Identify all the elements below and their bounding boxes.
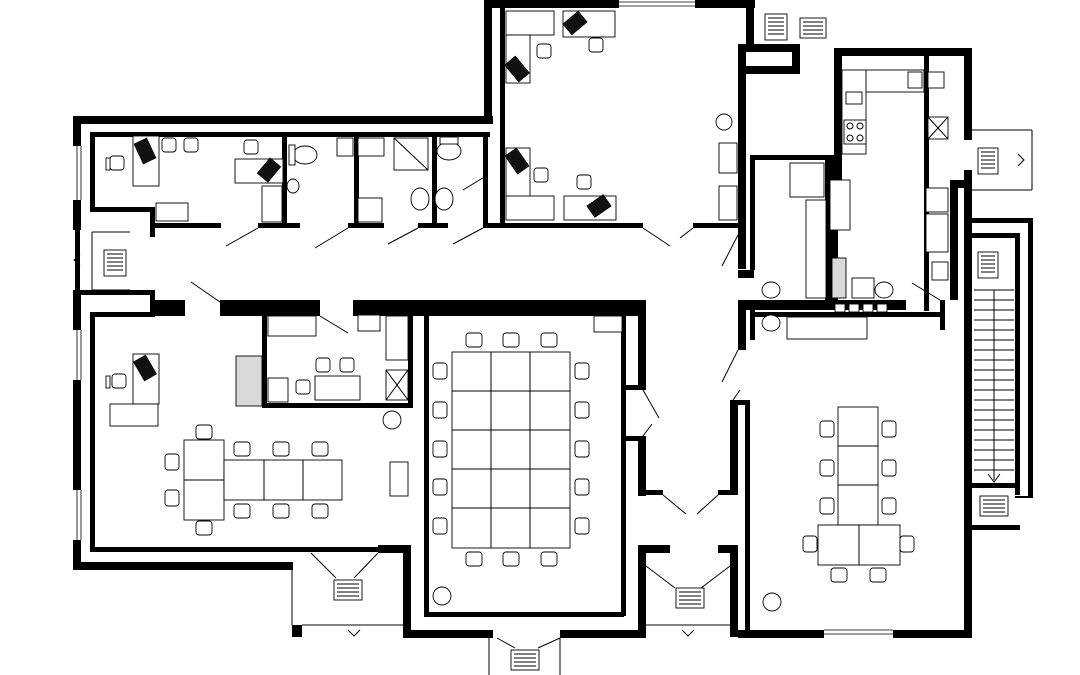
vent-grille bbox=[333, 579, 363, 601]
vent-grille bbox=[979, 495, 1009, 517]
vent-grille bbox=[799, 17, 827, 39]
vent-grilles bbox=[103, 13, 1009, 671]
pantry bbox=[235, 314, 409, 430]
vent-grille bbox=[977, 251, 999, 279]
vent-grille bbox=[764, 13, 788, 41]
meeting-room-east bbox=[762, 406, 915, 612]
entrances bbox=[73, 129, 1033, 675]
vent-grille bbox=[510, 649, 540, 671]
restrooms bbox=[286, 136, 462, 223]
vent-grille bbox=[675, 587, 705, 609]
doors bbox=[190, 175, 941, 649]
office-top-left bbox=[105, 135, 284, 223]
office-north bbox=[504, 10, 738, 221]
staircase bbox=[972, 218, 1033, 530]
vent-grille bbox=[927, 116, 949, 140]
vent-grille bbox=[103, 249, 127, 277]
kitchen bbox=[761, 69, 949, 340]
interior-walls bbox=[75, 8, 945, 630]
windows bbox=[76, 1, 930, 635]
office-west bbox=[105, 353, 409, 497]
meeting-room-west bbox=[164, 424, 343, 536]
vent-grille bbox=[977, 147, 999, 175]
conference-room bbox=[432, 315, 623, 606]
